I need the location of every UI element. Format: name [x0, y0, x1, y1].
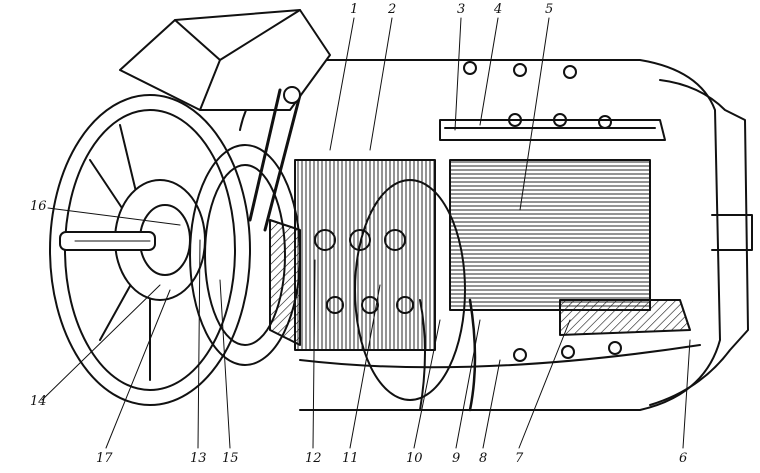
callout-8: 8 [479, 451, 488, 466]
commutator [294, 159, 436, 351]
callout-14: 14 [30, 394, 47, 409]
callout-3: 3 [457, 2, 466, 17]
field-winding-bottom [559, 299, 691, 336]
callout-15: 15 [222, 451, 239, 466]
callout-17: 17 [96, 451, 113, 466]
stator-core [449, 159, 651, 311]
housing-outline [299, 59, 721, 411]
callout-9: 9 [452, 451, 461, 466]
callout-7: 7 [515, 451, 524, 466]
callout-4: 4 [494, 2, 503, 17]
callout-1: 1 [350, 2, 359, 17]
callout-5: 5 [545, 2, 554, 17]
field-winding-top [439, 119, 666, 141]
callout-11: 11 [342, 451, 359, 466]
callout-13: 13 [190, 451, 207, 466]
cut-section [269, 219, 301, 346]
rear-end-shield [649, 79, 749, 406]
callout-2: 2 [388, 2, 397, 17]
shaft-end [711, 214, 753, 251]
leader-lines [41, 17, 691, 449]
callout-6: 6 [679, 451, 688, 466]
callout-12: 12 [305, 451, 322, 466]
callout-16: 16 [30, 199, 47, 214]
callout-10: 10 [406, 451, 423, 466]
